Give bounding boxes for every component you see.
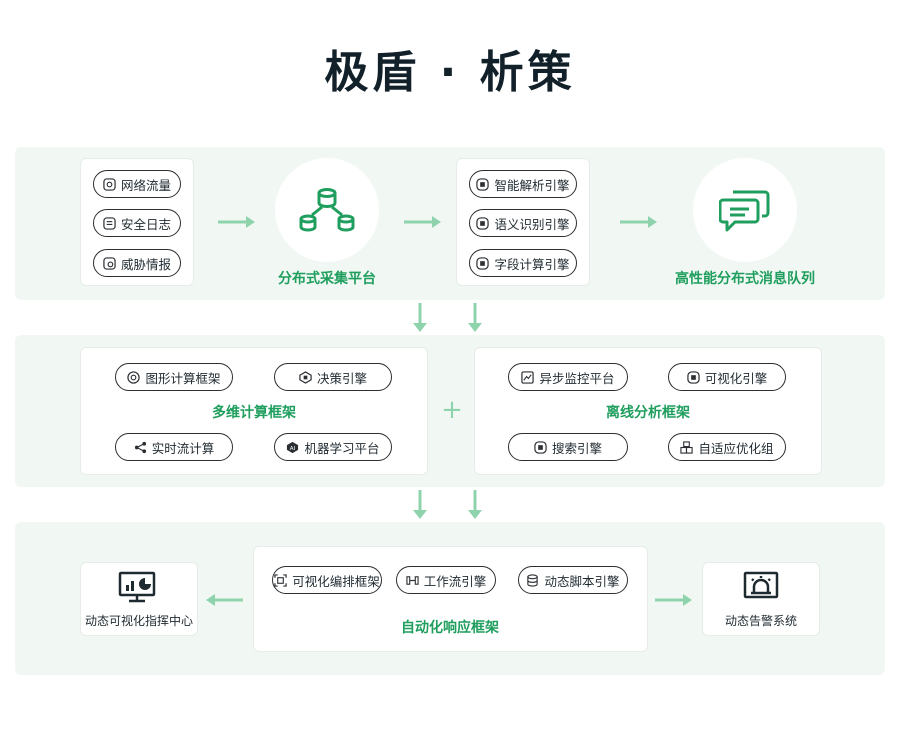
alert-system-card[interactable]	[702, 562, 820, 636]
ml-platform[interactable]: AI 机器学习平台	[274, 433, 392, 461]
item-label: 自适应优化组	[698, 440, 774, 456]
engine-semantic-recognition[interactable]: 语义识别引擎	[469, 209, 577, 237]
item-label: 搜索引擎	[551, 440, 602, 456]
page-title: 极盾 · 析策	[324, 47, 576, 98]
realtime-stream-compute[interactable]: 实时流计算	[115, 433, 233, 461]
alarm-light-icon	[743, 571, 779, 599]
arrow-right-icon	[620, 216, 657, 228]
alert-system-label: 动态告警系统	[724, 614, 797, 628]
chip-icon	[476, 216, 490, 230]
engine-intelligent-parsing[interactable]: 智能解析引擎	[469, 170, 577, 198]
flow-icon	[406, 574, 419, 587]
visualization-engine[interactable]: 可视化引擎	[668, 363, 786, 391]
chart-icon	[521, 370, 535, 384]
command-center-label: 动态可视化指挥中心	[84, 614, 193, 628]
source-label: 安全日志	[120, 216, 171, 232]
visual-orchestration-framework[interactable]: 可视化编排框架	[272, 566, 382, 594]
auto-response-title: 自动化响应框架	[401, 620, 499, 636]
source-threat-intel[interactable]: 威胁情报	[93, 249, 181, 277]
source-network-traffic[interactable]: 网络流量	[93, 170, 181, 198]
collector-node	[275, 158, 379, 262]
graph-icon	[127, 370, 141, 384]
item-label: 机器学习平台	[304, 440, 380, 456]
arrow-right-icon	[404, 216, 441, 228]
message-queue-node	[693, 158, 797, 262]
arrow-right-icon	[218, 216, 255, 228]
item-label: 动态脚本引擎	[544, 573, 620, 589]
chip-icon	[476, 177, 490, 191]
item-label: 工作流引擎	[423, 573, 487, 589]
share-icon	[134, 441, 147, 454]
source-label: 威胁情报	[120, 256, 171, 272]
async-monitor-platform[interactable]: 异步监控平台	[508, 363, 628, 391]
plus-sign: +	[441, 395, 463, 425]
threat-icon	[103, 256, 116, 270]
arrow-right-icon	[655, 594, 692, 606]
ai-icon: AI	[286, 441, 299, 454]
chip-icon	[687, 370, 700, 384]
collector-label: 分布式采集平台	[278, 271, 376, 287]
blocks-icon	[680, 440, 694, 454]
arrow-down-icon	[413, 303, 427, 332]
log-icon	[103, 216, 116, 230]
arrow-left-icon	[206, 594, 243, 606]
database-cluster-icon	[299, 188, 355, 232]
engine-label: 智能解析引擎	[494, 177, 570, 193]
db-icon	[526, 573, 539, 587]
multi-dim-title: 多维计算框架	[212, 405, 296, 421]
arrow-down-icon	[468, 303, 482, 332]
arrow-down-icon	[413, 490, 427, 519]
item-label: 可视化引擎	[704, 370, 768, 386]
chip-icon	[534, 440, 547, 454]
engine-label: 语义识别引擎	[494, 216, 570, 232]
source-security-log[interactable]: 安全日志	[93, 209, 181, 237]
adaptive-optimization-group[interactable]: 自适应优化组	[668, 433, 786, 461]
auto-response-card	[253, 546, 648, 652]
globe-icon	[103, 177, 116, 191]
graph-compute-framework[interactable]: 图形计算框架	[115, 363, 233, 391]
search-engine[interactable]: 搜索引擎	[508, 433, 628, 461]
item-label: 异步监控平台	[539, 370, 615, 386]
queue-label: 高性能分布式消息队列	[675, 271, 815, 287]
decision-icon	[299, 370, 312, 384]
workflow-engine[interactable]: 工作流引擎	[396, 566, 496, 594]
svg-text:AI: AI	[290, 445, 296, 451]
engine-field-compute[interactable]: 字段计算引擎	[469, 249, 577, 277]
chip-icon	[476, 256, 490, 270]
item-label: 图形计算框架	[145, 370, 221, 386]
dynamic-script-engine[interactable]: 动态脚本引擎	[518, 566, 628, 594]
command-center-card[interactable]	[80, 562, 198, 636]
arrow-down-icon	[468, 490, 482, 519]
offline-analysis-title: 离线分析框架	[606, 405, 690, 421]
source-label: 网络流量	[120, 177, 171, 193]
engine-label: 字段计算引擎	[494, 256, 570, 272]
chat-bubbles-icon	[719, 190, 770, 232]
decision-engine[interactable]: 决策引擎	[274, 363, 392, 391]
item-label: 实时流计算	[151, 440, 215, 456]
item-label: 可视化编排框架	[292, 573, 380, 589]
item-label: 决策引擎	[316, 370, 367, 386]
frame-icon	[274, 573, 287, 587]
dashboard-monitor-icon	[118, 571, 156, 603]
